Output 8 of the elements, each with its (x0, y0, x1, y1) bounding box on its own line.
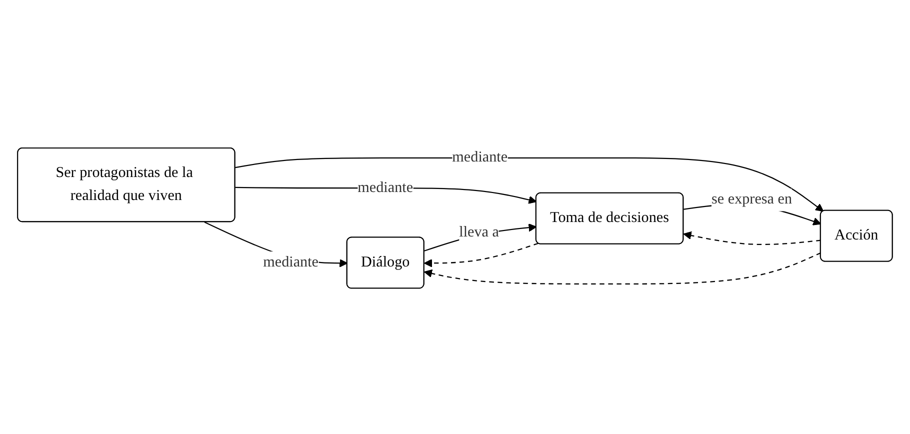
edge-label: mediante (358, 179, 414, 196)
arrow (683, 230, 821, 245)
arrow (424, 252, 822, 284)
edge-label: mediante (452, 148, 508, 166)
edge-label: se expresa en (712, 191, 792, 208)
arrow (424, 242, 538, 267)
edge-label: lleva a (459, 224, 500, 240)
edge-label: mediante (263, 254, 319, 270)
